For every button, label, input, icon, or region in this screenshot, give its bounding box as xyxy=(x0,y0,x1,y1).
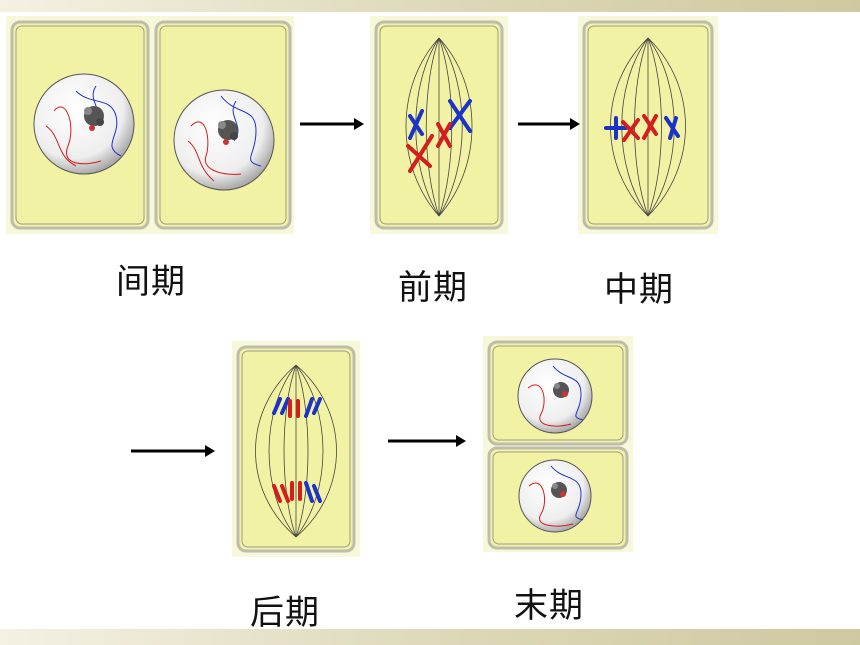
anaphase-cell xyxy=(232,341,360,557)
metaphase-label: 中期 xyxy=(604,270,674,310)
bottom-decor-band xyxy=(0,629,860,645)
metaphase-cell xyxy=(578,16,718,234)
prophase-label: 前期 xyxy=(398,268,468,308)
telophase-label: 末期 xyxy=(514,586,584,626)
prophase-cell xyxy=(370,16,508,234)
anaphase-label: 后期 xyxy=(250,593,320,633)
telophase-cells xyxy=(483,336,633,552)
interphase-label: 间期 xyxy=(116,262,186,302)
arrow-metaphase-to-anaphase xyxy=(131,445,215,457)
arrow-interphase-to-prophase xyxy=(300,118,364,130)
top-decor-band xyxy=(0,0,860,12)
interphase-nucleus-1 xyxy=(33,73,135,175)
interphase-cells xyxy=(6,16,294,234)
interphase-nucleus-2 xyxy=(173,89,275,191)
arrow-anaphase-to-telophase xyxy=(388,435,466,447)
arrow-prophase-to-metaphase xyxy=(518,118,580,130)
